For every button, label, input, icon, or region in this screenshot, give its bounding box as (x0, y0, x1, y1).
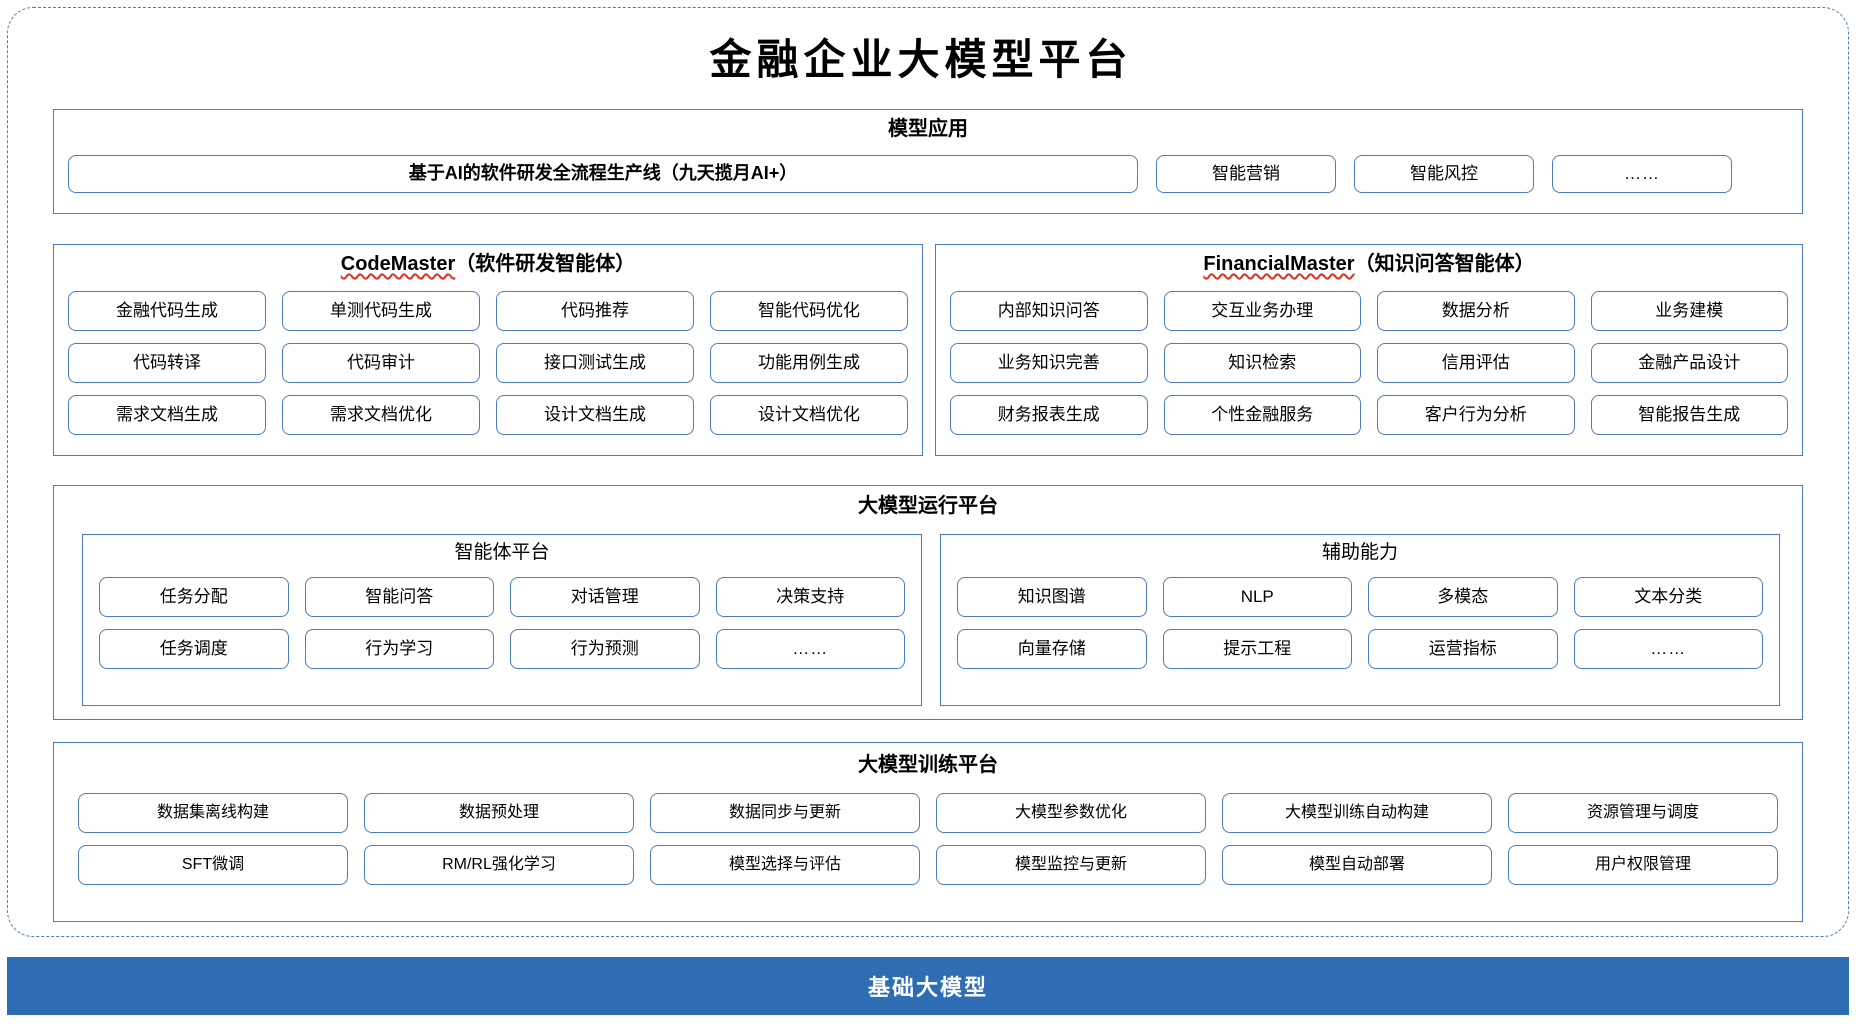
chip-capability[interactable]: 设计文档生成 (496, 395, 694, 435)
codemaster-name-en: CodeMaster (340, 253, 456, 275)
section-codemaster-title: CodeMaster（软件研发智能体） (54, 254, 922, 274)
chip-capability[interactable]: 代码推荐 (496, 291, 694, 331)
chip-capability[interactable]: 知识图谱 (957, 577, 1147, 617)
chip-capability[interactable]: 个性金融服务 (1163, 395, 1361, 435)
chip-capability[interactable]: 决策支持 (715, 577, 905, 617)
chip-capability[interactable]: 大模型训练自动构建 (1222, 793, 1492, 833)
chip-capability[interactable]: 数据预处理 (364, 793, 634, 833)
section-codemaster: CodeMaster（软件研发智能体） 金融代码生成 单测代码生成 代码推荐 智… (53, 244, 923, 456)
chip-capability[interactable]: 模型自动部署 (1222, 845, 1492, 885)
foundation-model-label: 基础大模型 (867, 975, 988, 1000)
chip-capability[interactable]: 设计文档优化 (710, 395, 908, 435)
chip-capability[interactable]: 功能用例生成 (710, 343, 908, 383)
chip-capability[interactable]: 金融产品设计 (1590, 343, 1788, 383)
section-run-platform-title: 大模型运行平台 (858, 495, 998, 517)
chip-capability[interactable]: 数据集离线构建 (78, 793, 348, 833)
section-financialmaster-title: FinancialMaster（知识问答智能体） (936, 254, 1802, 274)
section-model-application-title: 模型应用 (888, 118, 968, 140)
chip-capability[interactable]: 用户权限管理 (1508, 845, 1778, 885)
foundation-model-bar: 基础大模型 (7, 957, 1849, 1015)
chip-capability[interactable]: 模型选择与评估 (650, 845, 920, 885)
chip-capability[interactable]: 代码转译 (68, 343, 266, 383)
agent-platform-grid: 任务分配 智能问答 对话管理 决策支持 任务调度 行为学习 行为预测 …… (99, 577, 905, 669)
chip-more-ellipsis[interactable]: …… (1573, 629, 1763, 669)
chip-capability[interactable]: 大模型参数优化 (936, 793, 1206, 833)
financialmaster-capability-grid: 内部知识问答 交互业务办理 数据分析 业务建模 业务知识完善 知识检索 信用评估… (950, 291, 1788, 435)
chip-capability[interactable]: 业务建模 (1590, 291, 1788, 331)
section-financialmaster: FinancialMaster（知识问答智能体） 内部知识问答 交互业务办理 数… (935, 244, 1803, 456)
chip-capability[interactable]: 单测代码生成 (282, 291, 480, 331)
page-title: 金融企业大模型平台 (709, 38, 1133, 84)
chip-capability[interactable]: 内部知识问答 (950, 291, 1148, 331)
financialmaster-name-en: FinancialMaster (1203, 253, 1355, 275)
subsection-agent-platform-title: 智能体平台 (454, 542, 550, 563)
section-model-application: 模型应用 基于AI的软件研发全流程生产线（九天揽月AI+） 智能营销 智能风控 … (53, 109, 1803, 214)
chip-capability[interactable]: 行为预测 (510, 629, 700, 669)
chip-capability[interactable]: 需求文档优化 (282, 395, 480, 435)
chip-smart-marketing[interactable]: 智能营销 (1156, 155, 1336, 193)
chip-capability[interactable]: 财务报表生成 (950, 395, 1148, 435)
chip-capability[interactable]: RM/RL强化学习 (364, 845, 634, 885)
train-platform-grid: 数据集离线构建 数据预处理 数据同步与更新 大模型参数优化 大模型训练自动构建 … (78, 793, 1778, 885)
chip-capability[interactable]: 智能问答 (304, 577, 494, 617)
chip-capability[interactable]: 任务分配 (99, 577, 289, 617)
chip-capability[interactable]: 向量存储 (957, 629, 1147, 669)
chip-capability[interactable]: 数据同步与更新 (650, 793, 920, 833)
chip-capability[interactable]: 文本分类 (1573, 577, 1763, 617)
chip-capability[interactable]: 对话管理 (510, 577, 700, 617)
chip-capability[interactable]: 客户行为分析 (1377, 395, 1575, 435)
section-run-platform: 大模型运行平台 智能体平台 任务分配 智能问答 对话管理 决策支持 任务调度 行… (53, 485, 1803, 720)
chip-capability[interactable]: 行为学习 (304, 629, 494, 669)
chip-capability[interactable]: 多模态 (1368, 577, 1558, 617)
chip-more-ellipsis[interactable]: …… (715, 629, 905, 669)
subsection-agent-platform: 智能体平台 任务分配 智能问答 对话管理 决策支持 任务调度 行为学习 行为预测… (82, 534, 922, 706)
chip-capability[interactable]: 数据分析 (1377, 291, 1575, 331)
chip-capability[interactable]: 接口测试生成 (496, 343, 694, 383)
chip-capability[interactable]: 运营指标 (1368, 629, 1558, 669)
chip-capability[interactable]: 资源管理与调度 (1508, 793, 1778, 833)
chip-capability[interactable]: 金融代码生成 (68, 291, 266, 331)
section-train-platform: 大模型训练平台 数据集离线构建 数据预处理 数据同步与更新 大模型参数优化 大模… (53, 742, 1803, 922)
subsection-auxiliary-capability-title: 辅助能力 (1321, 542, 1398, 563)
chip-capability[interactable]: 提示工程 (1162, 629, 1352, 669)
chip-more-ellipsis[interactable]: …… (1552, 155, 1732, 193)
chip-capability[interactable]: 知识检索 (1163, 343, 1361, 383)
chip-capability[interactable]: 智能代码优化 (710, 291, 908, 331)
chip-capability[interactable]: 代码审计 (282, 343, 480, 383)
chip-capability[interactable]: 模型监控与更新 (936, 845, 1206, 885)
chip-smart-risk-control[interactable]: 智能风控 (1354, 155, 1534, 193)
chip-capability[interactable]: NLP (1162, 577, 1352, 617)
section-train-platform-title: 大模型训练平台 (858, 754, 998, 776)
codemaster-capability-grid: 金融代码生成 单测代码生成 代码推荐 智能代码优化 代码转译 代码审计 接口测试… (68, 291, 908, 435)
chip-capability[interactable]: 信用评估 (1377, 343, 1575, 383)
financialmaster-name-cn: （知识问答智能体） (1354, 253, 1535, 275)
chip-capability[interactable]: 智能报告生成 (1590, 395, 1788, 435)
chip-ai-software-pipeline[interactable]: 基于AI的软件研发全流程生产线（九天揽月AI+） (68, 155, 1138, 193)
chip-capability[interactable]: 交互业务办理 (1163, 291, 1361, 331)
auxiliary-capability-grid: 知识图谱 NLP 多模态 文本分类 向量存储 提示工程 运营指标 …… (957, 577, 1763, 669)
chip-capability[interactable]: 任务调度 (99, 629, 289, 669)
codemaster-name-cn: （软件研发智能体） (455, 253, 636, 275)
model-application-items-row: 基于AI的软件研发全流程生产线（九天揽月AI+） 智能营销 智能风控 …… (68, 155, 1788, 199)
chip-capability[interactable]: SFT微调 (78, 845, 348, 885)
chip-capability[interactable]: 业务知识完善 (950, 343, 1148, 383)
chip-capability[interactable]: 需求文档生成 (68, 395, 266, 435)
subsection-auxiliary-capability: 辅助能力 知识图谱 NLP 多模态 文本分类 向量存储 提示工程 运营指标 …… (940, 534, 1780, 706)
